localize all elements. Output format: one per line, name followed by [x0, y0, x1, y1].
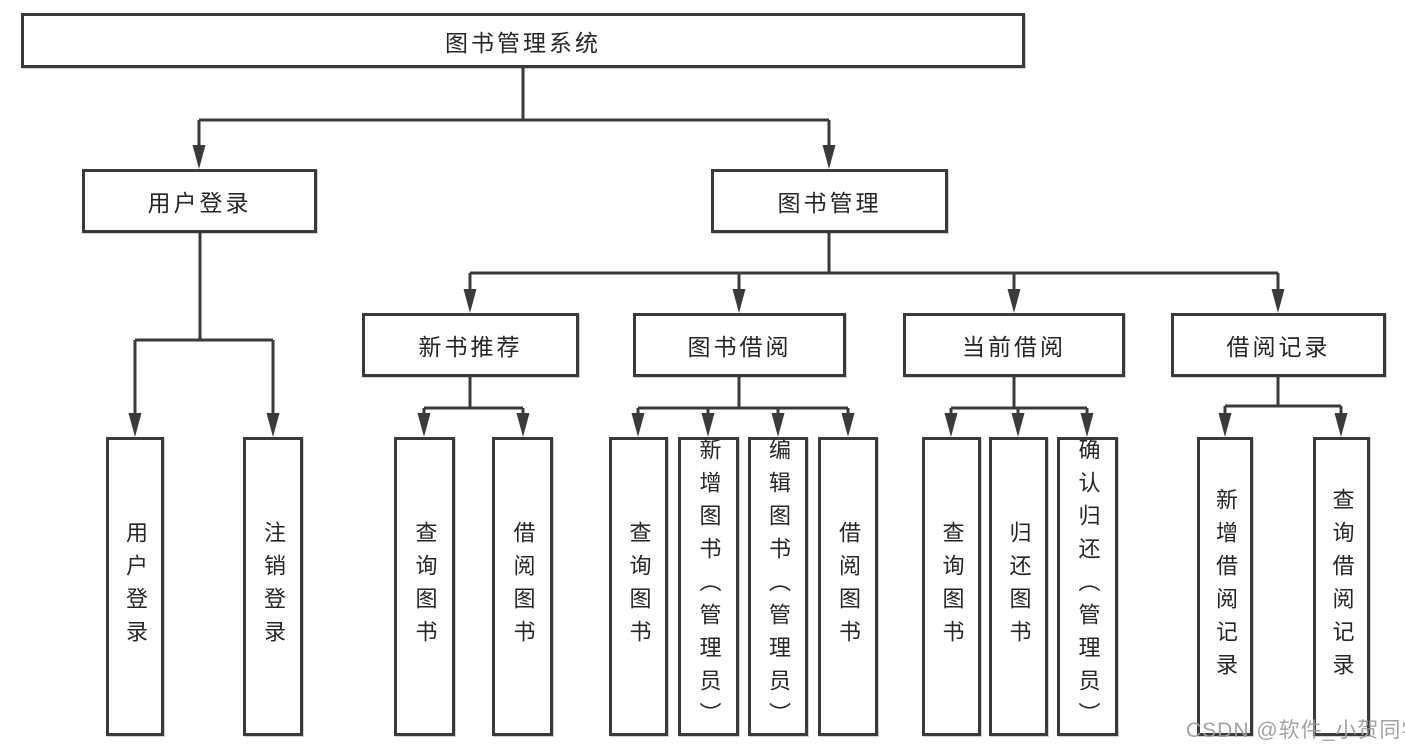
csdn-watermark: CSDN @软件_小贺同学 [1186, 719, 1405, 742]
leaf-user-login-label: 用户登录 [123, 520, 148, 653]
leaf-query-books-current-label: 查询图书 [939, 520, 965, 653]
node-book-borrowing-label: 图书借阅 [687, 334, 792, 360]
leaf-borrow-books-recommend: 借阅图书 [492, 437, 553, 736]
leaf-query-books-borrowing: 查询图书 [609, 437, 668, 736]
leaf-borrow-books-recommend-label: 借阅图书 [510, 520, 536, 653]
leaf-add-book-admin-label: 新增图书（管理员） [696, 438, 722, 735]
leaf-add-borrow-record: 新增借阅记录 [1197, 437, 1253, 736]
leaf-query-books-borrowing-label: 查询图书 [626, 520, 652, 653]
node-book-borrowing: 图书借阅 [633, 313, 846, 377]
leaf-borrow-books-label: 借阅图书 [836, 520, 861, 653]
node-current-borrowing-label: 当前借阅 [962, 334, 1066, 360]
leaf-add-borrow-record-label: 新增借阅记录 [1213, 487, 1238, 686]
leaf-edit-book-admin-label: 编辑图书（管理员） [766, 438, 791, 735]
node-library-system-label: 图书管理系统 [445, 29, 601, 56]
node-user-login-label: 用户登录 [147, 190, 252, 216]
leaf-user-login: 用户登录 [106, 437, 164, 736]
leaf-add-book-admin: 新增图书（管理员） [678, 437, 739, 736]
leaf-confirm-return-admin-label: 确认归还（管理员） [1075, 438, 1101, 735]
leaf-return-book-label: 归还图书 [1006, 520, 1032, 653]
node-current-borrowing: 当前借阅 [903, 313, 1125, 377]
node-borrowing-records: 借阅记录 [1171, 313, 1386, 377]
leaf-return-book: 归还图书 [989, 437, 1048, 736]
leaf-edit-book-admin: 编辑图书（管理员） [748, 437, 808, 736]
leaf-query-books-recommend-label: 查询图书 [412, 520, 438, 653]
node-user-login: 用户登录 [82, 169, 317, 233]
leaf-logout-label: 注销登录 [261, 520, 286, 653]
leaf-logout: 注销登录 [243, 437, 303, 736]
node-new-book-recommend-label: 新书推荐 [418, 334, 523, 360]
leaf-query-borrow-record: 查询借阅记录 [1313, 437, 1370, 736]
leaf-query-borrow-record-label: 查询借阅记录 [1329, 487, 1355, 686]
node-book-management: 图书管理 [711, 169, 948, 233]
node-new-book-recommend: 新书推荐 [362, 313, 579, 377]
node-borrowing-records-label: 借阅记录 [1226, 334, 1331, 360]
leaf-borrow-books: 借阅图书 [818, 437, 878, 736]
leaf-confirm-return-admin: 确认归还（管理员） [1057, 437, 1118, 736]
node-book-management-label: 图书管理 [777, 190, 882, 216]
leaf-query-books-current: 查询图书 [922, 437, 981, 736]
leaf-query-books-recommend: 查询图书 [394, 437, 455, 736]
node-library-system: 图书管理系统 [21, 13, 1025, 68]
